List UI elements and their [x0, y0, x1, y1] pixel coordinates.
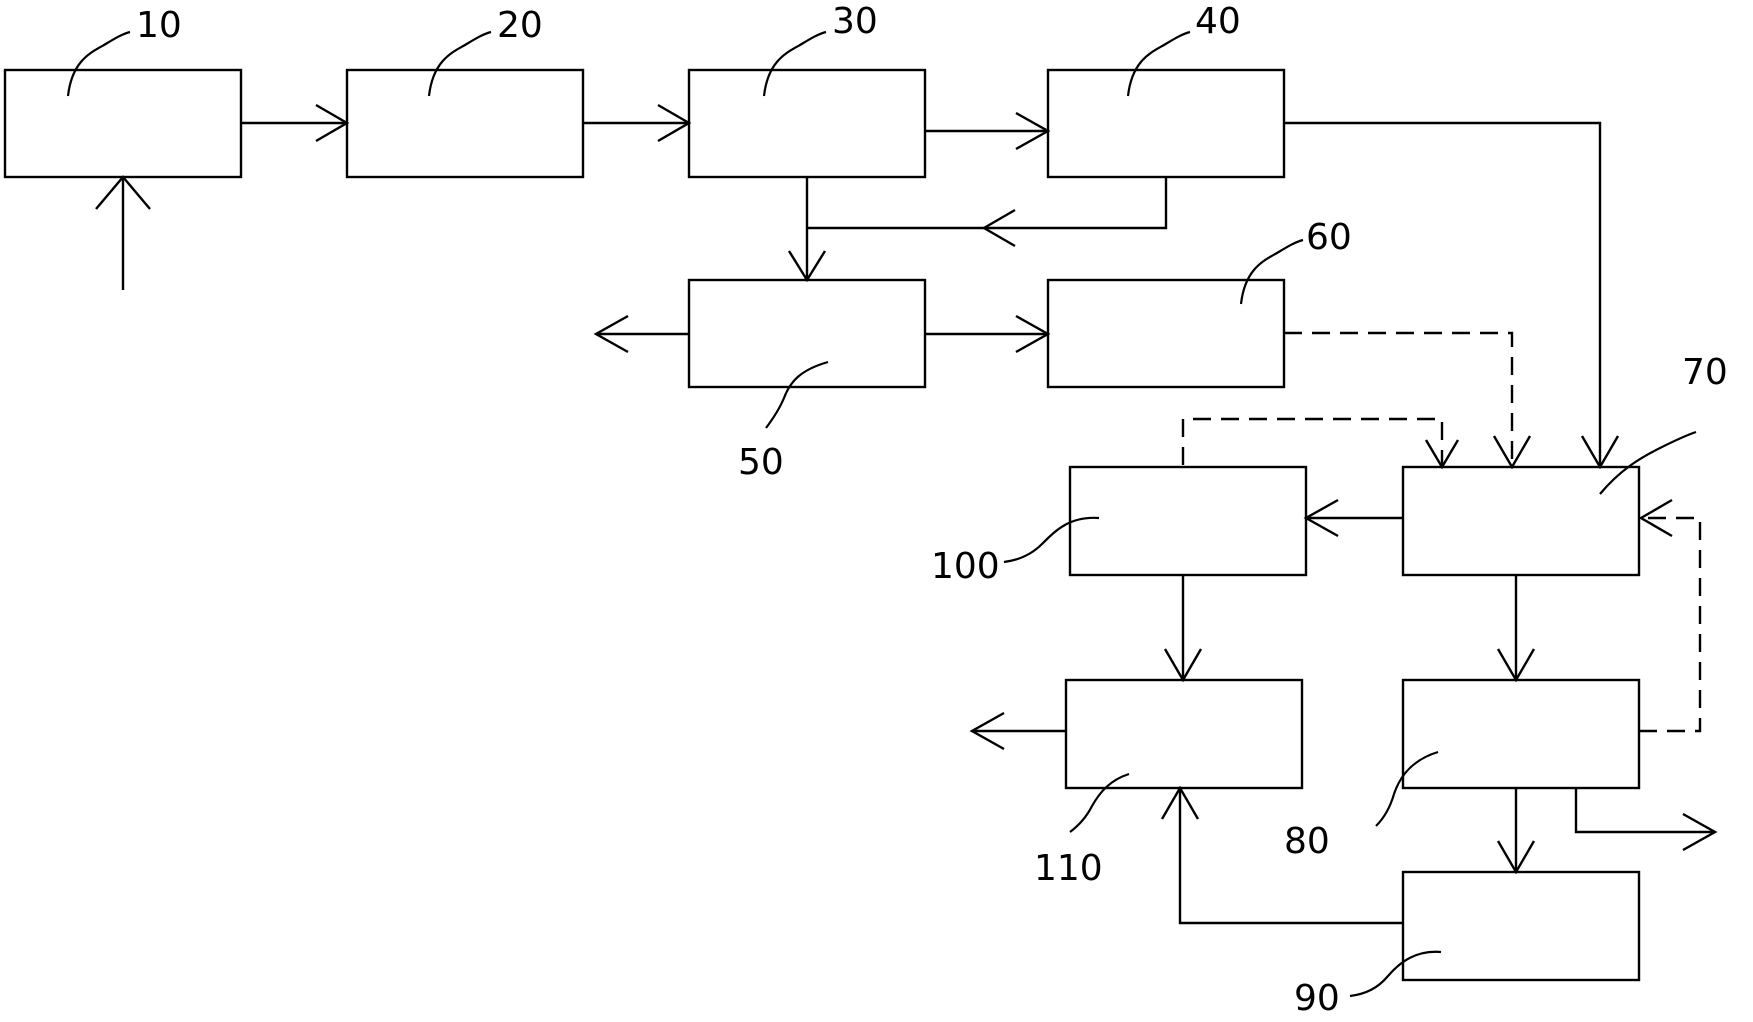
dashed-connector-80-70: [1639, 516, 1702, 733]
label-90: 90: [1294, 978, 1340, 1019]
arrowhead-output-50: [593, 314, 629, 354]
block-110: [1064, 678, 1304, 790]
label-50: 50: [738, 442, 784, 483]
label-80: 80: [1284, 821, 1330, 862]
leader-40: [1126, 30, 1191, 97]
arrowhead-input-10: [95, 175, 151, 210]
block-10: [3, 68, 243, 179]
block-30: [687, 68, 927, 179]
arrowhead-10-20: [315, 103, 350, 143]
connector-40-70: [1284, 121, 1602, 467]
leader-10: [66, 30, 131, 97]
label-30: 30: [832, 1, 878, 42]
leader-20: [427, 30, 492, 97]
block-70: [1401, 465, 1641, 577]
label-40: 40: [1195, 1, 1241, 42]
arrowhead-output-110: [969, 711, 1005, 751]
arrowhead-80-90: [1496, 840, 1536, 875]
arrowhead-50-60: [1015, 314, 1051, 354]
block-40: [1046, 68, 1286, 179]
block-90: [1401, 870, 1641, 982]
leader-90: [1349, 950, 1442, 998]
arrowhead-20-30: [657, 103, 692, 143]
arrowhead-30-40: [1015, 111, 1051, 151]
connector-90-110: [1178, 788, 1403, 925]
arrowhead-40-return: [981, 208, 1016, 248]
leader-70: [1599, 430, 1697, 495]
leader-60: [1239, 238, 1304, 305]
dashed-connector-100-70: [1181, 417, 1444, 465]
block-60: [1046, 278, 1286, 389]
arrowhead-30-50: [787, 250, 827, 283]
connector-40-return: [807, 177, 1168, 230]
leader-30: [762, 30, 827, 97]
dashed-connector-60-70: [1284, 331, 1514, 465]
label-20: 20: [497, 5, 543, 46]
arrowhead-40-70: [1580, 435, 1620, 470]
leader-80: [1375, 750, 1439, 827]
label-100: 100: [931, 546, 1000, 587]
arrowhead-100-70: [1424, 439, 1460, 470]
leader-100: [1003, 516, 1100, 564]
leader-50: [765, 360, 829, 429]
arrowhead-90-110: [1160, 785, 1200, 820]
arrowhead-output-80: [1682, 812, 1718, 852]
label-10: 10: [136, 5, 182, 46]
arrowhead-70-80: [1496, 648, 1536, 683]
label-70: 70: [1682, 352, 1728, 393]
output-line-80: [1574, 788, 1715, 834]
block-100: [1068, 465, 1308, 577]
arrowhead-70-100: [1303, 498, 1339, 538]
arrowhead-60-70: [1492, 435, 1532, 470]
label-60: 60: [1306, 217, 1352, 258]
block-80: [1401, 678, 1641, 790]
block-50: [687, 278, 927, 389]
arrowhead-100-110: [1163, 648, 1203, 683]
arrowhead-80-70: [1638, 498, 1673, 538]
leader-110: [1069, 772, 1130, 833]
block-20: [345, 68, 585, 179]
label-110: 110: [1034, 848, 1103, 889]
